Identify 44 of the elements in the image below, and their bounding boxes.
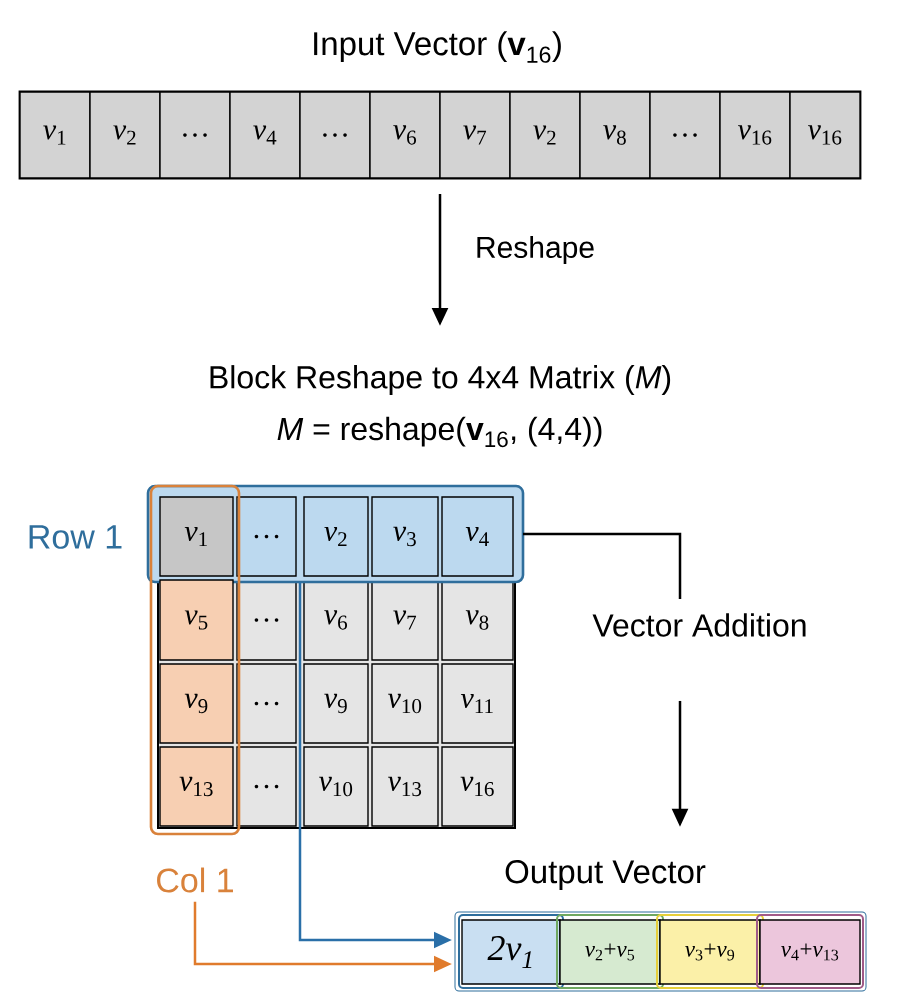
matrix-cell: v$_{9}$ bbox=[159, 663, 234, 744]
matrix-cell: v$_{6}$ bbox=[303, 579, 369, 661]
row-label: Row 1 bbox=[29, 525, 122, 549]
edge-label: Reshape bbox=[472, 234, 598, 266]
vector-cell: v$_{8}$ bbox=[579, 91, 651, 179]
matrix-cell: v$_{3}$ bbox=[371, 496, 439, 577]
matrix-cell: v$_{13}$ bbox=[371, 746, 439, 827]
heading: Output Vector bbox=[505, 860, 706, 890]
vector-cell: v$_{1}$ bbox=[19, 91, 91, 179]
matrix-cell: v$_{13}$ bbox=[159, 746, 234, 827]
vector-cell: v$_{6}$ bbox=[369, 91, 441, 179]
vector-cell: v$_{16}$ bbox=[719, 91, 791, 179]
matrix-cell: v$_{16}$ bbox=[441, 746, 514, 827]
matrix-cell: … bbox=[236, 496, 297, 577]
matrix-cell: … bbox=[236, 579, 297, 661]
vector-cell: v$_{2}$ bbox=[89, 91, 161, 179]
matrix-cell: v$_{8}$ bbox=[441, 579, 514, 661]
vector-cell: v$_{7}$ bbox=[439, 91, 511, 179]
vector-cell: v$_{2}$ bbox=[509, 91, 581, 179]
matrix-cell: v$_{7}$ bbox=[371, 579, 439, 661]
vector-cell: v$_{4}$+v$_{13}$ bbox=[756, 914, 864, 989]
vector-cell: v$_{4}$ bbox=[229, 91, 301, 179]
matrix-cell: … bbox=[236, 746, 297, 827]
vector-cell: v$_{2}$+v$_{5}$ bbox=[556, 914, 664, 989]
vector-cell: … bbox=[159, 91, 231, 179]
vector-cell: 2v$_{1}$ bbox=[458, 914, 564, 989]
matrix-cell: v$_{10}$ bbox=[303, 746, 369, 827]
vector-cell: … bbox=[649, 91, 721, 179]
formula: M = reshape(v$_{16}$, (4,4)) bbox=[277, 416, 602, 448]
matrix-cell: v$_{10}$ bbox=[371, 663, 439, 744]
column-label: Col 1 bbox=[157, 867, 233, 893]
vector-cell: v$_{16}$ bbox=[789, 91, 861, 179]
matrix-cell: v$_{1}$ bbox=[159, 496, 234, 577]
matrix-cell: v$_{5}$ bbox=[159, 579, 234, 661]
vector-cell: … bbox=[299, 91, 371, 179]
matrix-cell: v$_{2}$ bbox=[303, 496, 369, 577]
matrix-cell: v$_{9}$ bbox=[303, 663, 369, 744]
heading: Input Vector (v$_{16}$) bbox=[314, 31, 561, 63]
heading: Block Reshape to 4x4 Matrix (M) bbox=[210, 365, 671, 395]
matrix-cell: … bbox=[236, 663, 297, 744]
vector-cell: v$_{3}$+v$_{9}$ bbox=[656, 914, 764, 989]
matrix-cell: v$_{4}$ bbox=[441, 496, 514, 577]
operation-label: Vector Addition bbox=[592, 613, 806, 637]
matrix-cell: v$_{11}$ bbox=[441, 663, 514, 744]
